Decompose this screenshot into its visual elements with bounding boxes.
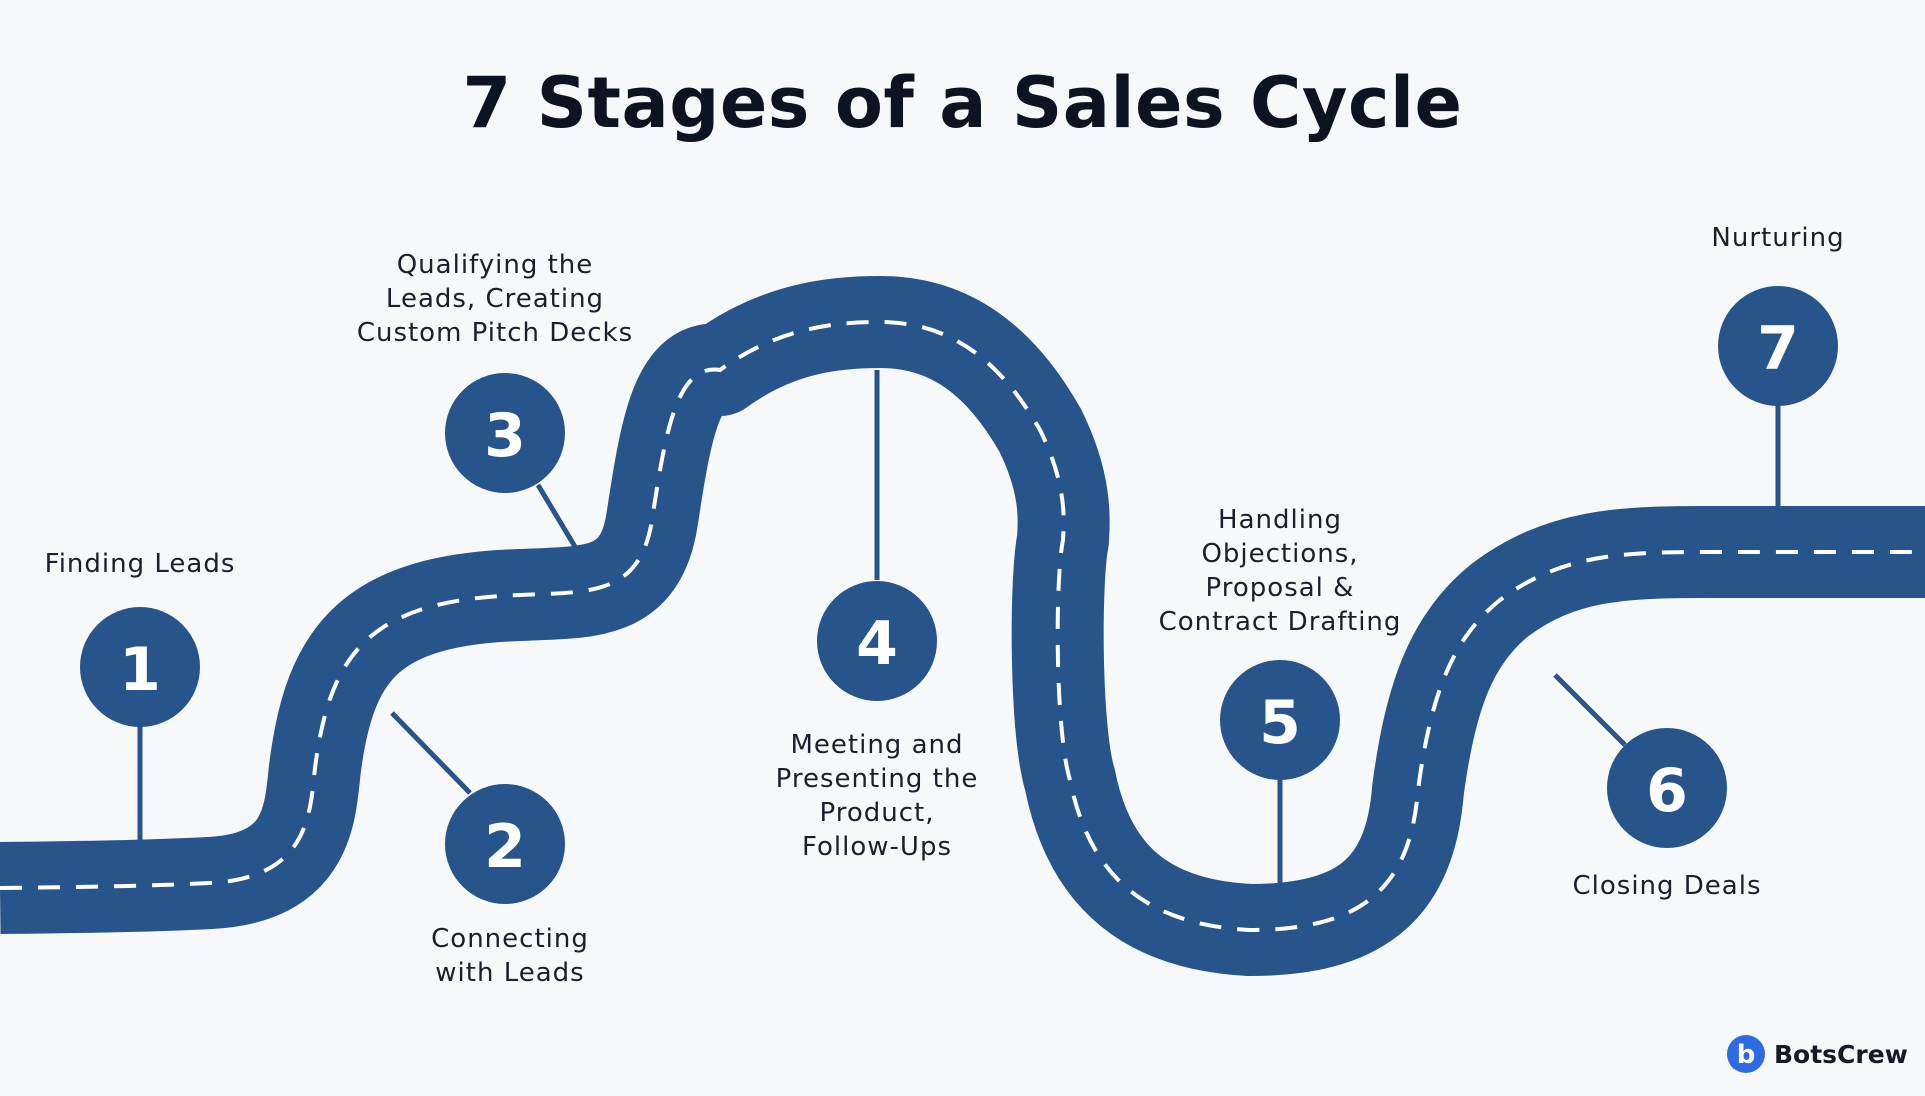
svg-text:5: 5	[1259, 688, 1301, 758]
page-title: 7 Stages of a Sales Cycle	[462, 62, 1463, 144]
connector-3	[535, 483, 598, 582]
stage-marker-7: 7	[1718, 286, 1838, 406]
stage-marker-6: 6	[1607, 728, 1727, 848]
connector-6	[1553, 673, 1627, 747]
svg-text:6: 6	[1646, 756, 1688, 826]
svg-text:b: b	[1737, 1040, 1756, 1070]
stage-marker-5: 5	[1220, 660, 1340, 780]
stage-marker-2: 2	[445, 784, 565, 904]
stage-marker-3: 3	[445, 373, 565, 493]
brand-name: BotsCrew	[1774, 1039, 1908, 1069]
botscrew-logo-icon: b	[1727, 1035, 1765, 1073]
stage-marker-1: 1	[80, 607, 200, 727]
svg-text:2: 2	[484, 812, 526, 882]
stage-label-4: Meeting and Presenting the Product, Foll…	[775, 730, 979, 862]
stage-label-7: Nurturing	[1711, 223, 1845, 253]
svg-text:1: 1	[119, 635, 161, 705]
brand-logo: b BotsCrew	[1726, 1034, 1908, 1074]
svg-text:3: 3	[484, 401, 526, 471]
stage-marker-4: 4	[817, 581, 937, 701]
svg-text:4: 4	[856, 609, 898, 679]
stage-label-2: Connecting with Leads	[431, 924, 589, 988]
stage-label-3: Qualifying the Leads, Creating Custom Pi…	[356, 250, 634, 348]
stage-label-6: Closing Deals	[1572, 871, 1762, 901]
connector-2	[390, 711, 472, 795]
stage-label-5: Handling Objections, Proposal & Contract…	[1158, 505, 1402, 637]
svg-text:7: 7	[1757, 314, 1799, 384]
road-centerline	[0, 319, 1925, 933]
stage-label-1: Finding Leads	[44, 549, 236, 579]
